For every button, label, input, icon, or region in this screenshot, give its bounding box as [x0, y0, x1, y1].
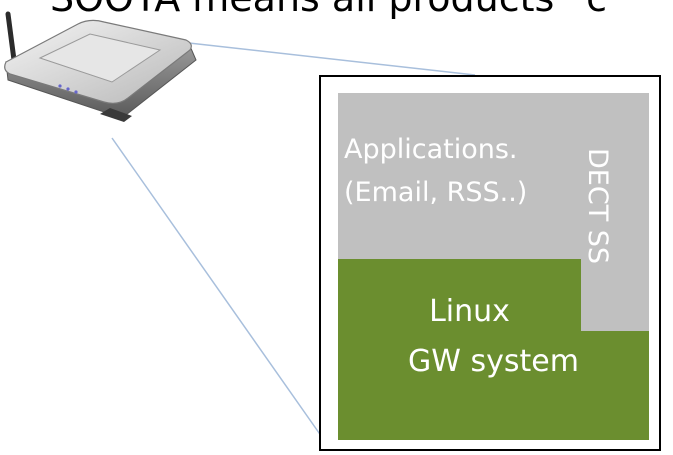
heading-text: SOOTA means all products “c	[50, 0, 607, 22]
gateway-layer-bottom	[338, 331, 649, 440]
router-antenna	[5, 11, 17, 63]
gateway-layer-top	[338, 259, 581, 339]
router-led-1	[58, 84, 62, 88]
router-foot	[100, 108, 132, 122]
applications-label: Applications. (Email, RSS..)	[344, 128, 527, 214]
router-led-3	[74, 90, 78, 94]
gateway-label-line2: GW system	[408, 344, 579, 379]
gateway-label-line1: Linux	[429, 294, 510, 329]
wireless-router-icon	[4, 11, 197, 122]
applications-label-line1: Applications.	[344, 134, 518, 165]
router-top-panel	[38, 33, 162, 83]
gateway-label: Linux GW system	[338, 287, 649, 387]
applications-label-line2: (Email, RSS..)	[344, 177, 528, 208]
connector-line-top	[179, 41, 476, 76]
dect-ss-label: DECT SS	[582, 148, 613, 265]
router-led-2	[66, 87, 70, 91]
connector-line-bottom	[111, 137, 325, 441]
